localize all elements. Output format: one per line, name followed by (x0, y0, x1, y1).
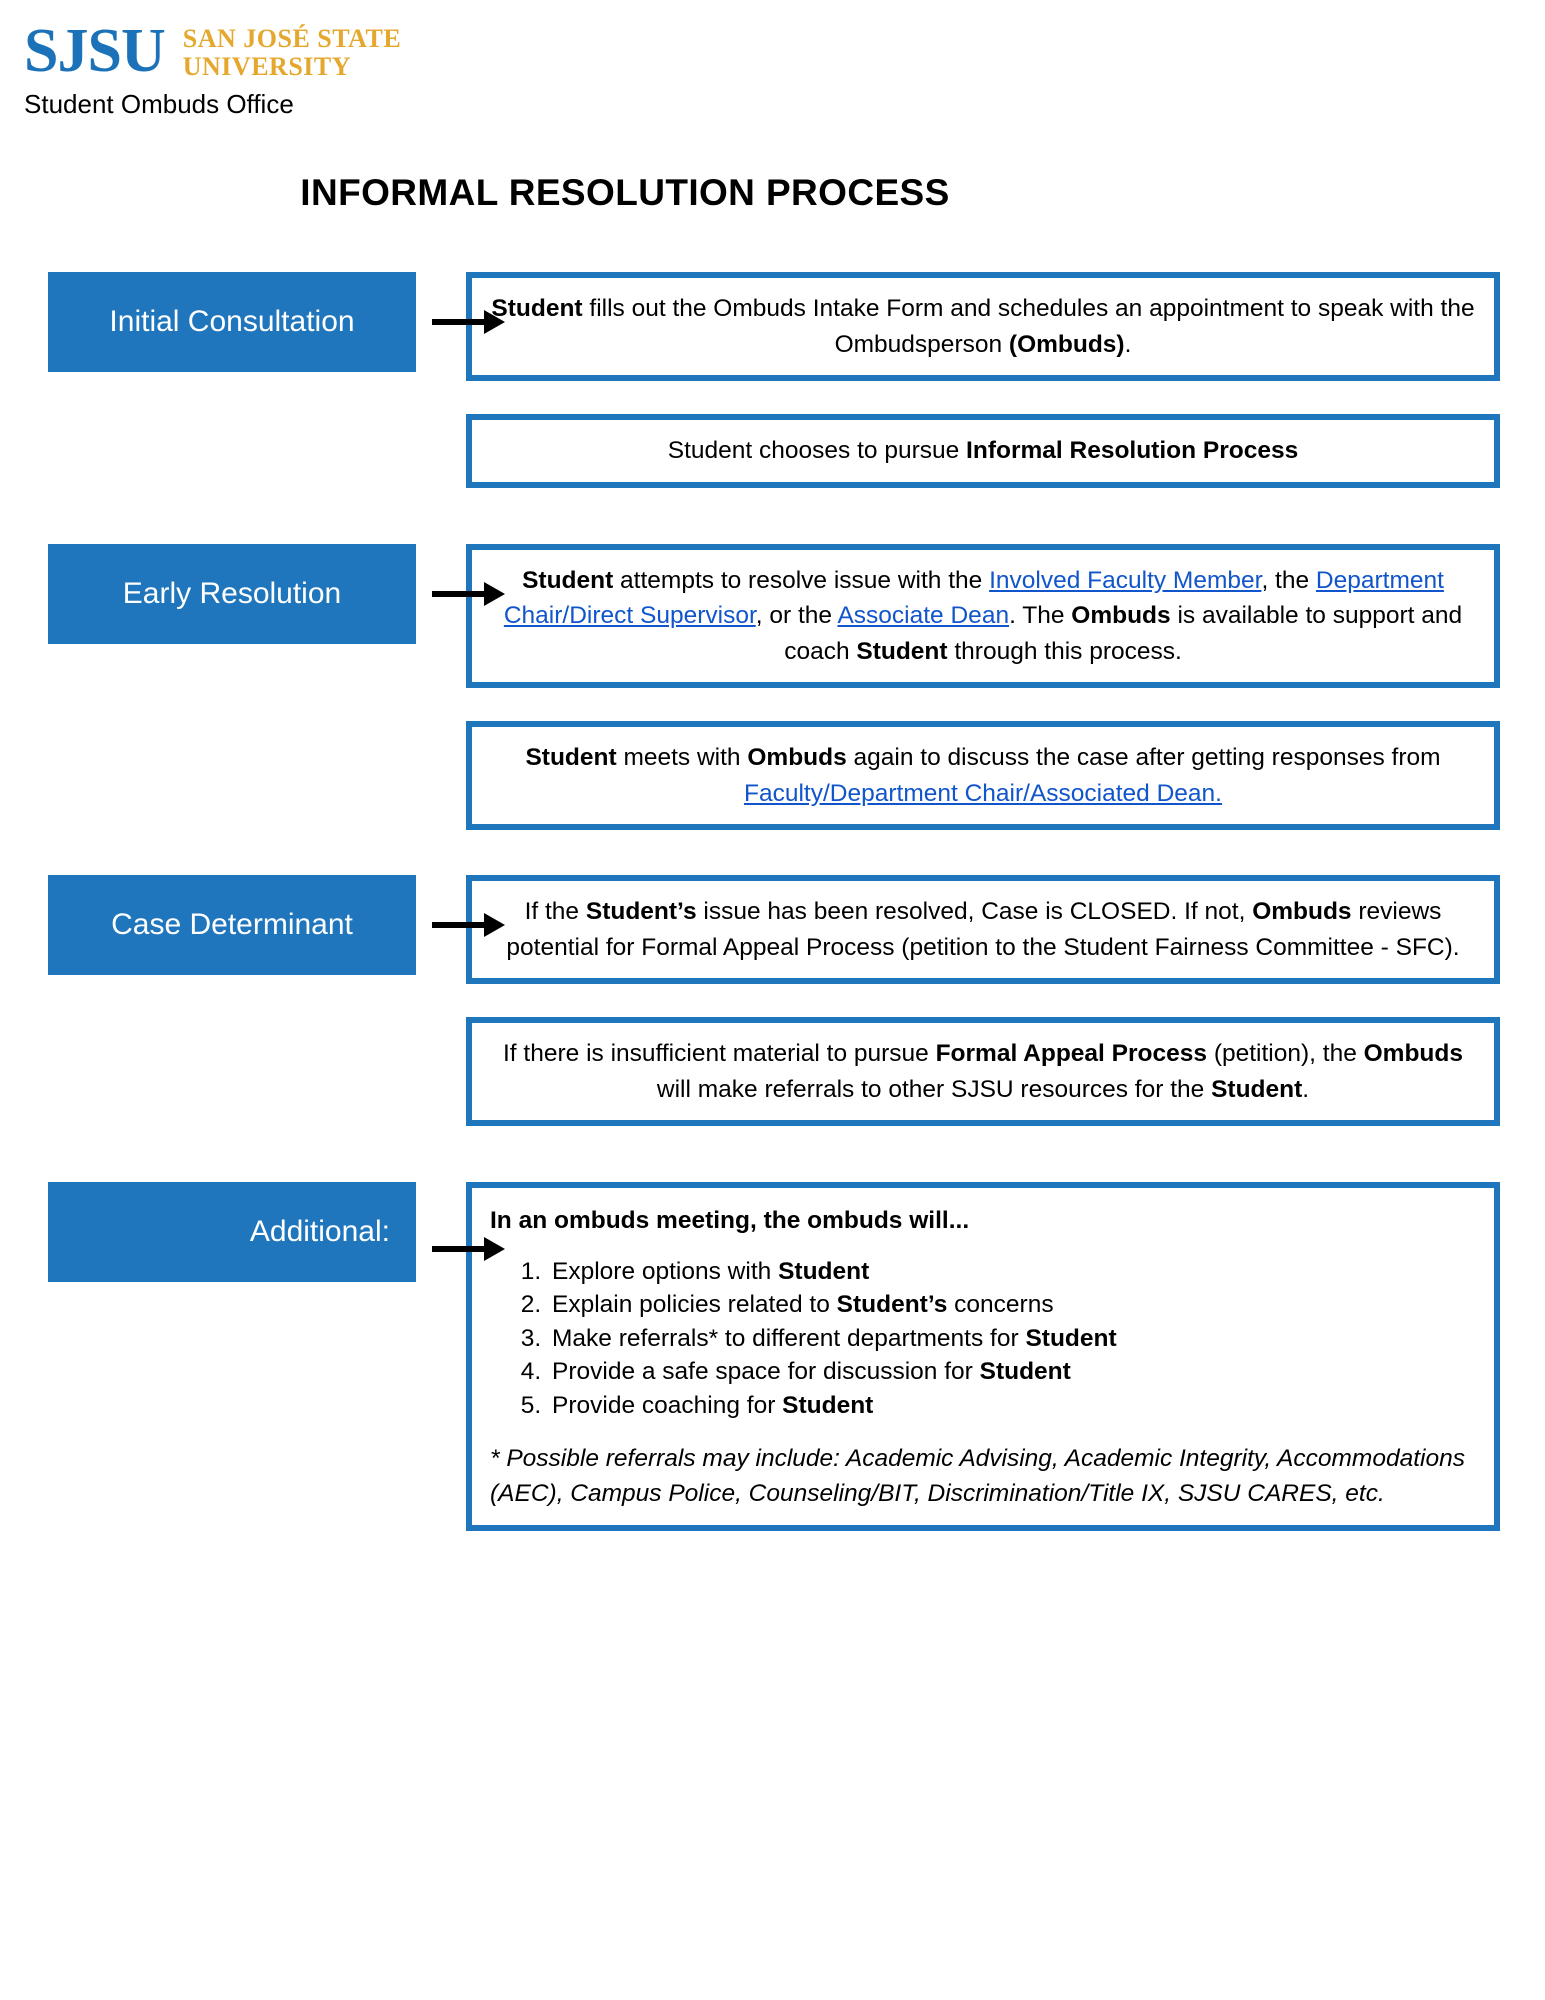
info-box-chooses-informal: Student chooses to pursue Informal Resol… (466, 414, 1500, 488)
stage-spacer (0, 488, 1545, 544)
stage-spacer (0, 1126, 1545, 1182)
sjsu-logo: SJSU SAN JOSÉ STATE UNIVERSITY (24, 20, 624, 82)
page-title: INFORMAL RESOLUTION PROCESS (300, 172, 950, 213)
info-box-ombuds-meeting: In an ombuds meeting, the ombuds will...… (466, 1182, 1500, 1531)
info-box-case-closed: If the Student’s issue has been resolved… (466, 875, 1500, 985)
list-item: Provide a safe space for discussion for … (548, 1355, 1476, 1389)
sjsu-logo-mark: SJSU (24, 17, 166, 85)
link-involved-faculty-member[interactable]: Involved Faculty Member (989, 566, 1262, 594)
list-item: Explain policies related to Student’s co… (548, 1288, 1476, 1322)
stage-boxes-column: Student attempts to resolve issue with t… (466, 543, 1545, 831)
info-box-intake-form: Student fills out the Ombuds Intake Form… (466, 272, 1500, 382)
sjsu-logo-wordmark: SAN JOSÉ STATE UNIVERSITY (183, 21, 401, 80)
process-flow: Initial Consultation Student fills out t… (0, 272, 1545, 1531)
stage-additional: Additional: In an ombuds meeting, the om… (0, 1182, 1545, 1531)
page-header: SJSU SAN JOSÉ STATE UNIVERSITY Student O… (24, 20, 624, 119)
link-department-chair-direct-supervisor[interactable]: Department Chair/Direct Supervisor (503, 566, 1444, 630)
stage-spacer (0, 830, 1545, 875)
list-item: Make referrals* to different departments… (548, 1322, 1476, 1356)
stage-label-case-determinant: Case Determinant (48, 875, 416, 976)
stage-boxes-column: In an ombuds meeting, the ombuds will...… (466, 1182, 1545, 1531)
link-faculty-department-chair-associated-dean[interactable]: Faculty/Department Chair/Associated Dean… (744, 779, 1222, 807)
stage-early-resolution: Early Resolution Student attempts to res… (0, 543, 1545, 831)
office-name: Student Ombuds Office (24, 89, 294, 119)
info-box-insufficient-material: If there is insufficient material to pur… (466, 1017, 1500, 1127)
list-item: Provide coaching for Student (548, 1389, 1476, 1423)
logo-wordmark-line2: UNIVERSITY (182, 52, 352, 81)
stage-label-additional: Additional: (48, 1182, 416, 1283)
info-box-attempts-resolve: Student attempts to resolve issue with t… (466, 543, 1500, 689)
link-associate-dean[interactable]: Associate Dean (837, 602, 1010, 630)
info-box-meets-again: Student meets with Ombuds again to discu… (466, 721, 1500, 831)
ombuds-steps-list: Explore options with Student Explain pol… (490, 1255, 1476, 1423)
stage-label-initial-consultation: Initial Consultation (48, 272, 416, 372)
stage-label-early-resolution: Early Resolution (48, 543, 416, 644)
list-item: Explore options with Student (548, 1255, 1476, 1289)
ombuds-meeting-heading: In an ombuds meeting, the ombuds will... (490, 1207, 970, 1235)
logo-wordmark-line1: SAN JOSÉ STATE (182, 24, 402, 54)
stage-label-column: Initial Consultation (0, 272, 505, 372)
stage-label-column: Additional: (0, 1182, 505, 1283)
referrals-footnote: * Possible referrals may include: Academ… (490, 1444, 1465, 1508)
stage-case-determinant: Case Determinant If the Student’s issue … (0, 875, 1545, 1127)
stage-label-column: Early Resolution (0, 543, 505, 644)
stage-boxes-column: If the Student’s issue has been resolved… (466, 875, 1545, 1127)
stage-label-column: Case Determinant (0, 875, 505, 976)
stage-initial-consultation: Initial Consultation Student fills out t… (0, 272, 1545, 488)
stage-boxes-column: Student fills out the Ombuds Intake Form… (466, 272, 1545, 488)
